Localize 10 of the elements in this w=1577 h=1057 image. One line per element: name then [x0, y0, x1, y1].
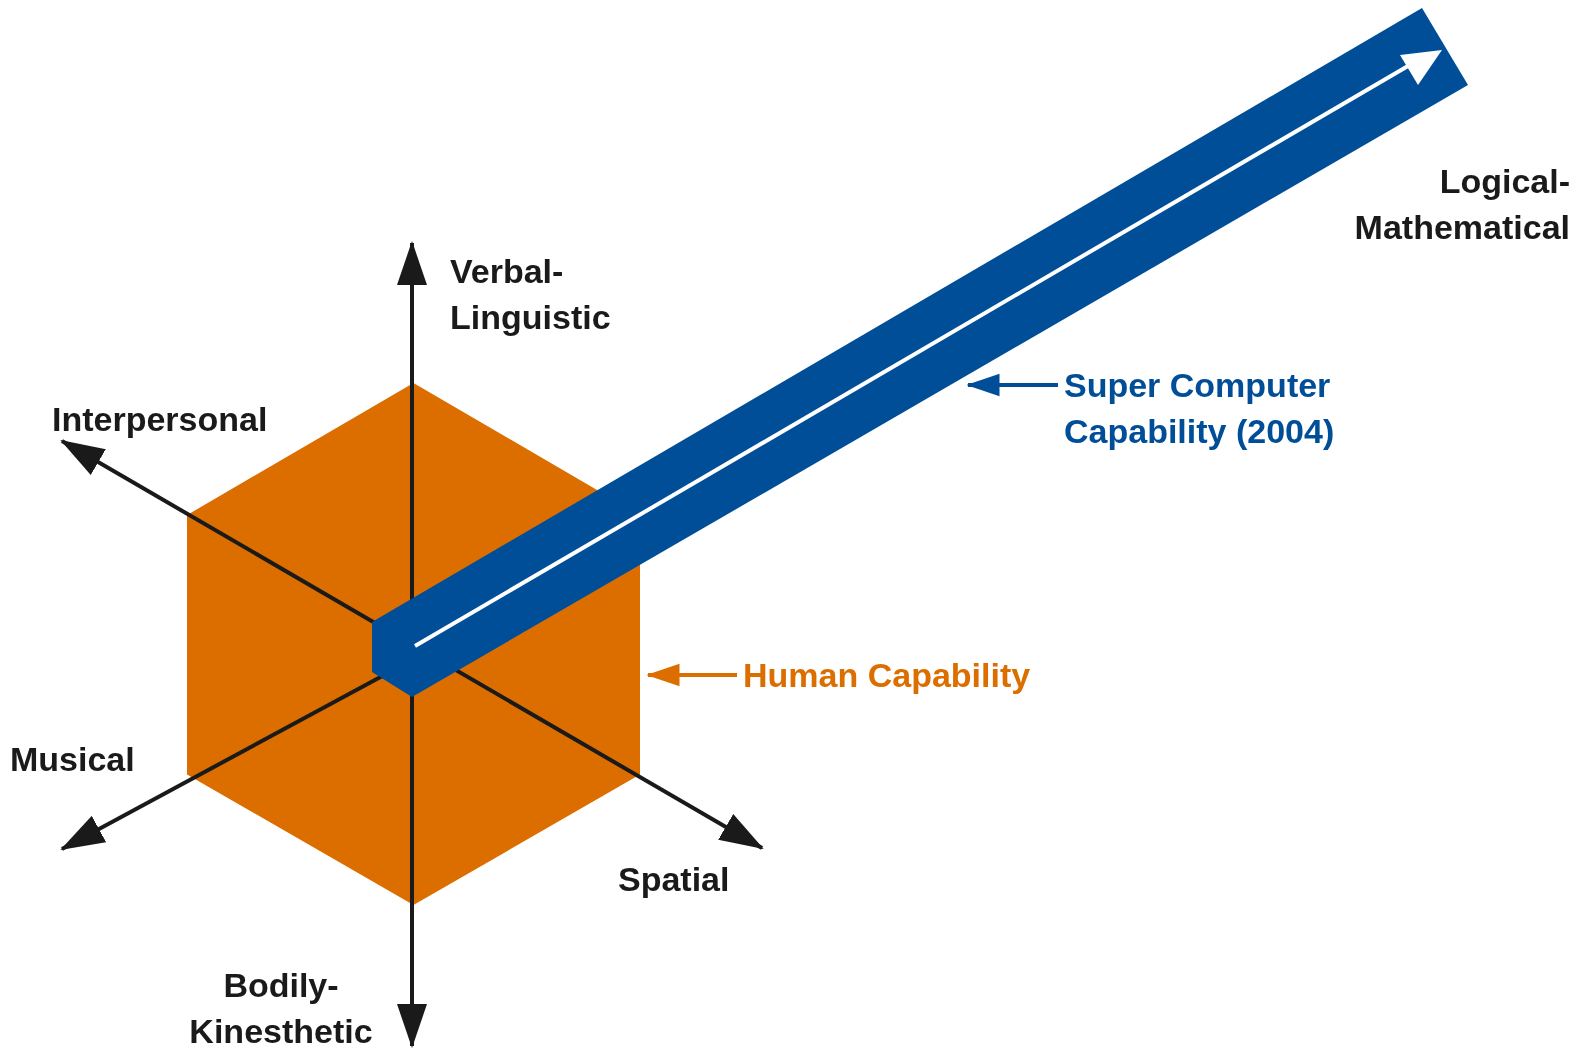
axis-label: Logical- Mathematical — [1353, 161, 1570, 248]
axis-label: Spatial — [618, 859, 731, 900]
axis-label: Interpersonal — [52, 399, 269, 440]
callout-label: Super Computer Capability (2004) — [1064, 362, 1394, 456]
axis-label: Bodily- Kinesthetic — [188, 965, 374, 1052]
axis-label: Verbal- Linguistic — [450, 251, 612, 338]
callout-label: Human Capability — [743, 652, 1088, 698]
leader-arrow — [646, 663, 737, 687]
leader-arrow — [966, 373, 1058, 397]
axis-label: Musical — [10, 739, 136, 780]
